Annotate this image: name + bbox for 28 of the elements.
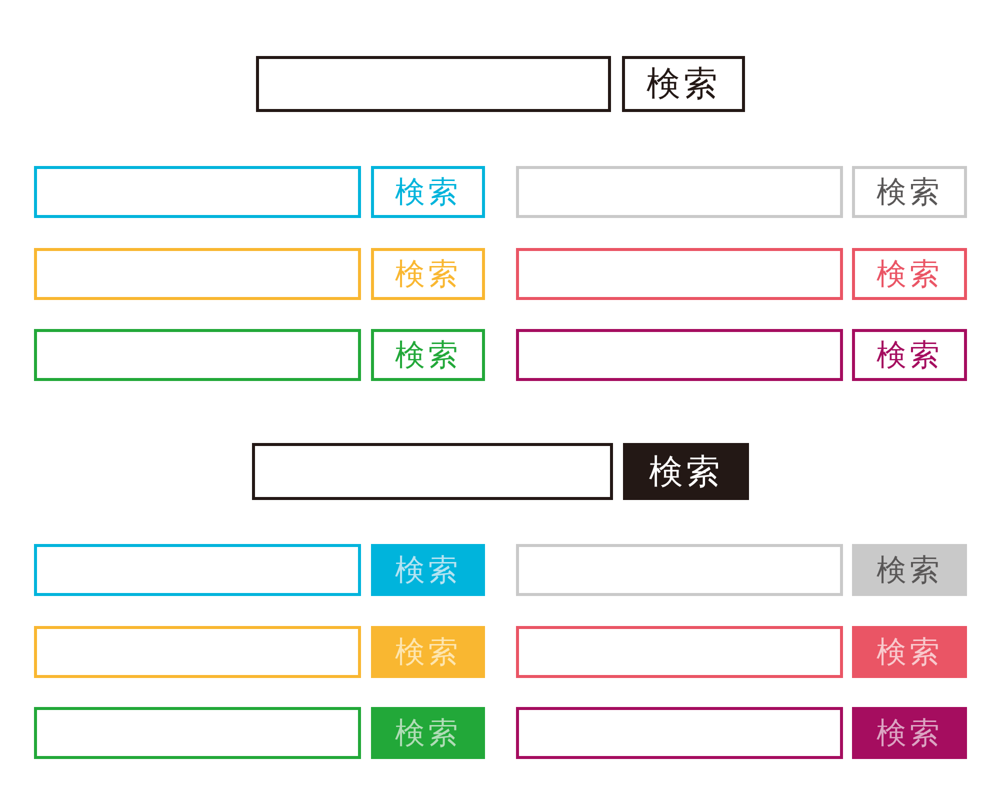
input-field — [516, 626, 843, 678]
search-button: 検索 — [852, 329, 967, 381]
input-field — [256, 56, 611, 112]
search-button: 検索 — [371, 707, 485, 759]
input-field — [34, 626, 361, 678]
search-button: 検索 — [852, 166, 967, 218]
search-button: 検索 — [852, 544, 967, 596]
search-button: 検索 — [622, 56, 745, 112]
input-field — [516, 544, 843, 596]
search-button: 検索 — [371, 329, 485, 381]
input-field — [252, 443, 613, 500]
search-button: 検索 — [852, 626, 967, 678]
input-field — [516, 329, 843, 381]
input-field — [516, 166, 843, 218]
search-button: 検索 — [852, 248, 967, 300]
input-field — [34, 329, 361, 381]
input-field — [34, 248, 361, 300]
input-field — [34, 707, 361, 759]
search-button: 検索 — [371, 166, 485, 218]
search-button: 検索 — [623, 443, 749, 500]
search-button: 検索 — [371, 626, 485, 678]
input-field — [34, 544, 361, 596]
search-button: 検索 — [371, 248, 485, 300]
search-button: 検索 — [852, 707, 967, 759]
input-field — [516, 248, 843, 300]
search-button: 検索 — [371, 544, 485, 596]
input-field — [34, 166, 361, 218]
input-field — [516, 707, 843, 759]
